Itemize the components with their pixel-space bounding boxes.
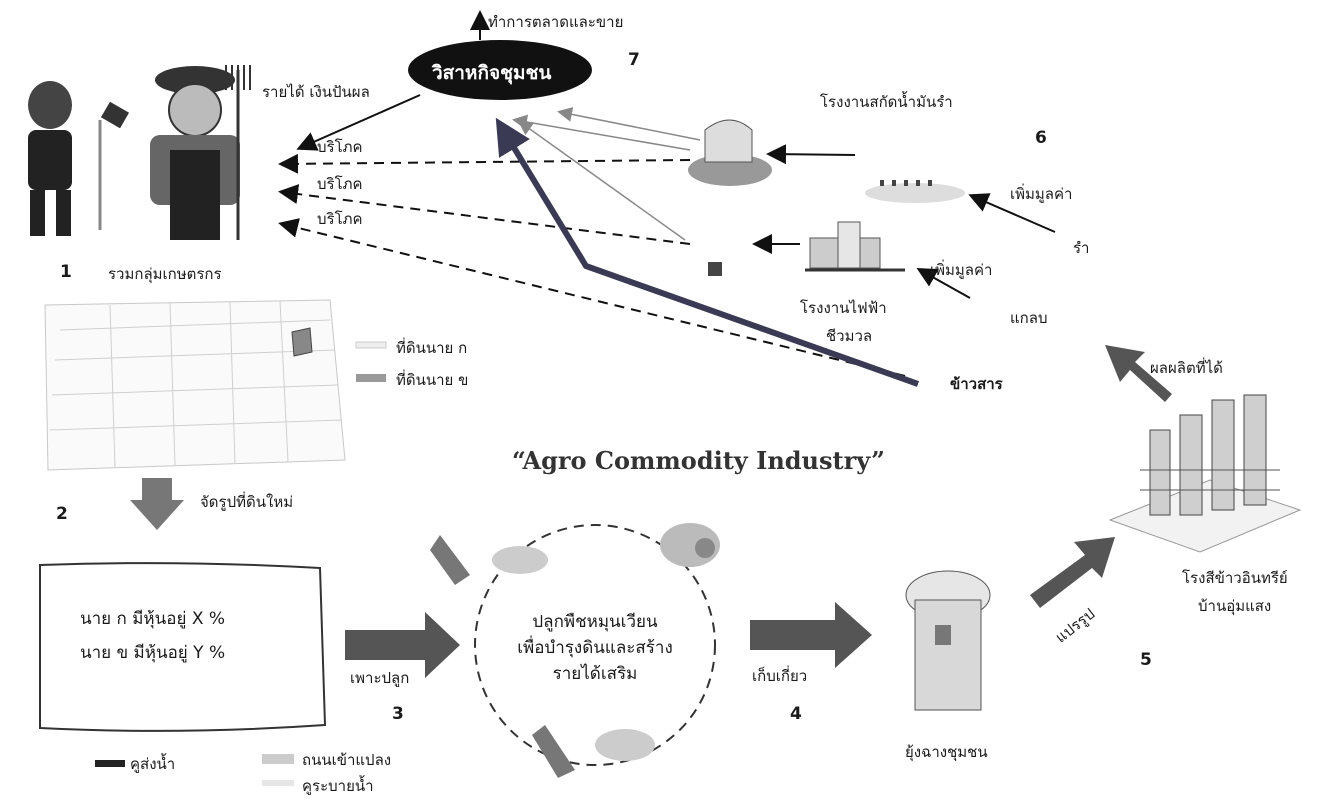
- mill-graphic: [1108, 394, 1302, 553]
- reshaped-parcel-box: [39, 562, 327, 732]
- products-label: ผลผลิตที่ได้: [1150, 359, 1223, 377]
- harvest-arrow: [750, 602, 872, 668]
- rotation-crop-graphics: [430, 523, 720, 778]
- oil-to-coop-arrow: [557, 106, 701, 141]
- value-add-label-1: เพิ่มมูลค่า: [1010, 185, 1073, 203]
- value-add-label-2: เพิ่มมูลค่า: [930, 261, 993, 279]
- power-plant-label-1: โรงงานไฟฟ้า: [800, 299, 887, 317]
- mill-label-1: โรงสีข้าวอินทรีย์: [1182, 569, 1288, 587]
- legend-canal-swatch: [95, 760, 125, 767]
- husk-label: แกลบ: [1010, 309, 1048, 327]
- step-number-7: 7: [628, 50, 640, 70]
- shares-line-1: นาย ก มีหุ้นอยู่ X %: [80, 609, 226, 629]
- land-map: [44, 299, 346, 471]
- granary-label: ยุ้งฉางชุมชน: [905, 743, 988, 761]
- husk-to-coop-arrow: [517, 120, 686, 241]
- legend-owner-a-swatch: [355, 341, 387, 349]
- consume-arrow-1: [278, 153, 691, 174]
- farmer-left-figure: [28, 81, 130, 236]
- farmer-right-figure: [150, 65, 251, 240]
- consume-arrow-3: [278, 218, 906, 377]
- consume-label-1: บริโภค: [317, 138, 363, 156]
- consume-arrow-2: [278, 184, 691, 245]
- legend-canal-label: คูส่งน้ำ: [130, 755, 176, 773]
- rotation-label-line-3: รายได้เสริม: [552, 664, 638, 684]
- plant-arrow: [345, 612, 460, 678]
- legend-road-label: ถนนเข้าแปลง: [302, 751, 392, 769]
- step-number-4: 4: [790, 704, 802, 724]
- power-to-coop-arrow: [512, 114, 691, 151]
- income-arrow: [296, 94, 421, 151]
- income-label: รายได้ เงินปันผล: [262, 83, 370, 101]
- milled-rice-label: ข้าวสาร: [950, 375, 1003, 393]
- rice-to-coop-arrow: [495, 117, 920, 387]
- process-arrow: [1030, 537, 1115, 608]
- farmers-label: รวมกลุ่มเกษตรกร: [108, 265, 222, 283]
- cooperative-ellipse: [408, 40, 592, 100]
- reshape-label: จัดรูปที่ดินใหม่: [200, 493, 294, 511]
- oil-plant-graphic: [688, 119, 772, 186]
- diagram-title: “Agro Commodity Industry”: [512, 446, 885, 475]
- legend-drain-label: คูระบายน้ำ: [302, 777, 374, 795]
- oil-plant-label: โรงงานสกัดน้ำมันรำ: [820, 93, 953, 111]
- husk-value-arrow: [916, 268, 971, 299]
- plant-label: เพาะปลูก: [350, 669, 410, 687]
- arrow-to-oil-plant: [766, 144, 856, 165]
- bran-product-graphic: [865, 180, 965, 203]
- legend-owner-b-label: ที่ดินนาย ข: [396, 371, 469, 389]
- step-number-6: 6: [1035, 128, 1047, 148]
- rotation-label-line-1: ปลูกพืชหมุนเวียน: [532, 612, 658, 632]
- legend-owner-b-swatch: [356, 374, 386, 382]
- step-number-1: 1: [60, 262, 72, 282]
- step-number-2: 2: [56, 504, 68, 524]
- reshape-arrow: [130, 478, 184, 530]
- bran-label: รำ: [1073, 239, 1090, 257]
- marketing-label: ทำการตลาดและขาย: [488, 13, 624, 31]
- husk-small-graphic: [708, 262, 722, 276]
- bran-value-arrow: [968, 193, 1056, 233]
- granary-graphic: [905, 570, 991, 711]
- mill-label-2: บ้านอุ่มแสง: [1198, 597, 1272, 615]
- cooperative-label: วิสาหกิจชุมชน: [432, 62, 552, 84]
- step-number-5: 5: [1140, 650, 1152, 670]
- consume-label-3: บริโภค: [317, 210, 363, 228]
- rotation-label-line-2: เพื่อบำรุงดินและสร้าง: [517, 638, 673, 658]
- legend-owner-a-label: ที่ดินนาย ก: [396, 339, 468, 357]
- legend-drain-swatch: [262, 780, 294, 786]
- products-arrow: [1105, 345, 1172, 402]
- rotation-cycle-circle: [474, 524, 716, 766]
- legend-road-swatch: [262, 754, 294, 764]
- shares-line-2: นาย ข มีหุ้นอยู่ Y %: [80, 643, 226, 663]
- power-plant-label-2: ชีวมวล: [826, 327, 873, 345]
- step-number-3: 3: [392, 704, 404, 724]
- power-plant-graphic: [805, 221, 905, 272]
- consume-label-2: บริโภค: [317, 175, 363, 193]
- harvest-label: เก็บเกี่ยว: [752, 667, 808, 685]
